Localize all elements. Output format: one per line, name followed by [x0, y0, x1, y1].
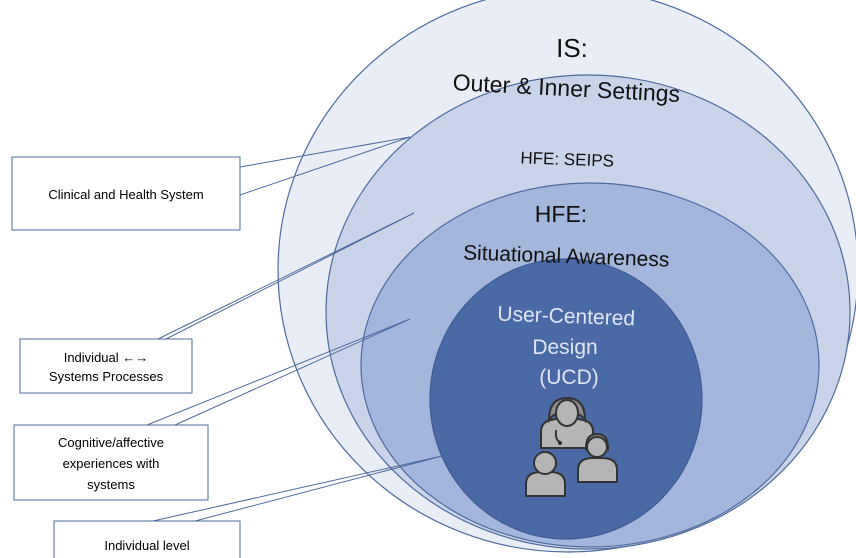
- pointer-individual-systems: [157, 212, 415, 340]
- ucd-line-3: (UCD): [539, 366, 598, 389]
- callout-box: [53, 520, 241, 558]
- is-title: IS:: [556, 33, 588, 63]
- callout-cognitive-line3: systems: [87, 477, 135, 492]
- callout-individual-level-label: Individual level: [104, 538, 189, 553]
- callout-clinical-label: Clinical and Health System: [48, 187, 203, 202]
- callout-pointers: [146, 136, 443, 522]
- pointer-clinical: [239, 136, 411, 196]
- callout-cognitive-line2: experiences with: [63, 456, 160, 471]
- callout-cognitive-line1: Cognitive/affective: [58, 435, 164, 450]
- callout-individual-systems-line2: Systems Processes: [49, 369, 164, 384]
- callout-box: [11, 156, 241, 231]
- seips-title: HFE: SEIPS: [520, 148, 614, 170]
- person-icon: [525, 451, 566, 497]
- callout-clinical-health-system: Clinical and Health System: [11, 156, 241, 231]
- ucd-line-2: Design: [532, 336, 597, 359]
- callout-cognitive-affective: Cognitive/affective experiences with sys…: [13, 424, 209, 501]
- ucd-line-1: User-Centered: [497, 303, 635, 331]
- callout-individual-level: Individual level: [53, 520, 241, 558]
- situational-title: HFE:: [535, 201, 587, 227]
- clinician-icon: [540, 396, 594, 449]
- pointer-individual-level: [152, 455, 443, 522]
- callout-individual-systems-line1: Individual ←→: [64, 350, 149, 365]
- pointer-cognitive: [146, 318, 411, 426]
- callout-individual-systems: Individual ←→ Systems Processes: [19, 338, 193, 394]
- callout-box: [19, 338, 193, 394]
- callout-box: [13, 424, 209, 501]
- person-icon: [577, 432, 618, 483]
